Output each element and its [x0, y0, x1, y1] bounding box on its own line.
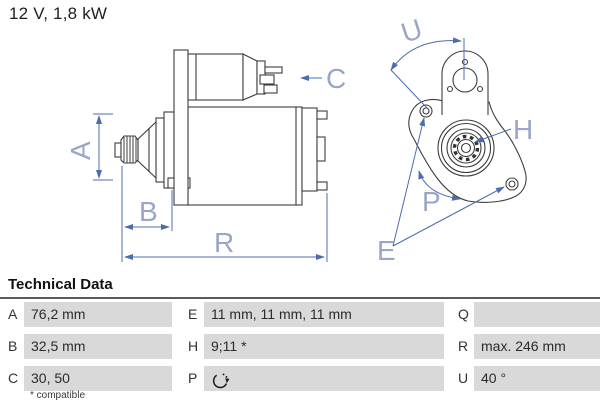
spec-value: 11 mm, 11 mm, 11 mm	[204, 302, 444, 327]
spec-value: 32,5 mm	[24, 334, 172, 359]
dim-e: E	[377, 117, 505, 266]
dim-c: C	[300, 63, 346, 94]
dim-r: R	[124, 193, 328, 262]
spec-value: max. 246 mm	[474, 334, 600, 359]
spec-key: Q	[458, 306, 469, 322]
spec-row: C 30, 50 P U 40 °	[0, 366, 600, 391]
spec-row: B 32,5 mm H 9;11 * R max. 246 mm	[0, 334, 600, 359]
spec-value	[474, 302, 600, 327]
dim-label-h: H	[513, 114, 533, 145]
dim-p: P	[418, 170, 461, 217]
spec-value-icon	[204, 366, 444, 391]
spec-value: 30, 50	[24, 366, 172, 391]
spec-key: C	[8, 370, 19, 386]
starter-front-view	[408, 50, 527, 203]
heading-rule	[0, 297, 600, 299]
spec-row: A 76,2 mm E 11 mm, 11 mm, 11 mm Q	[0, 302, 600, 327]
spec-key: R	[458, 338, 469, 354]
dim-b: B	[121, 166, 173, 262]
technical-drawing: A B R C	[65, 13, 533, 266]
dim-label-u: U	[397, 13, 426, 49]
spec-key: H	[188, 338, 199, 354]
technical-data-heading: Technical Data	[8, 276, 113, 293]
dim-label-a: A	[65, 141, 96, 160]
starter-side-view	[114, 49, 328, 206]
gear-teeth	[452, 134, 480, 162]
dim-label-b: B	[139, 196, 158, 227]
dim-label-e: E	[377, 235, 396, 266]
pinion-hatching	[123, 136, 137, 163]
spec-key: P	[188, 370, 198, 386]
spec-value: 76,2 mm	[24, 302, 172, 327]
footnote: * compatible	[30, 390, 86, 400]
spec-key: E	[188, 306, 198, 322]
dim-label-r: R	[214, 227, 234, 258]
rotation-clockwise-icon	[212, 373, 230, 389]
dim-label-c: C	[326, 63, 346, 94]
spec-value: 40 °	[474, 366, 600, 391]
spec-value: 9;11 *	[204, 334, 444, 359]
dim-label-p: P	[422, 186, 441, 217]
product-spec-title: 12 V, 1,8 kW	[9, 4, 108, 23]
spec-key: B	[8, 338, 18, 354]
dim-h: H	[474, 114, 533, 145]
spec-key: A	[8, 306, 18, 322]
dim-a: A	[65, 113, 113, 181]
spec-key: U	[458, 370, 469, 386]
